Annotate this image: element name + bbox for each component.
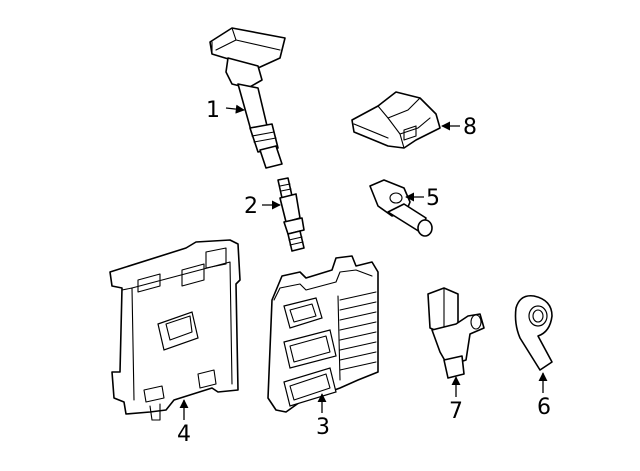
callout-5: 5 [426,186,440,211]
callout-3: 3 [316,415,330,440]
callout-1: 1 [206,98,220,123]
callout-7: 7 [449,399,463,424]
position-sensor[interactable] [369,179,433,237]
callout-2: 2 [244,194,258,219]
engine-control-module[interactable] [267,255,379,413]
callout-4: 4 [177,422,191,447]
callout-6: 6 [537,395,551,420]
temperature-sensor[interactable] [427,287,485,379]
ignition-coil[interactable] [209,27,286,169]
callout-1-leader [225,104,245,114]
ecm-bracket[interactable] [109,239,241,421]
control-module-small[interactable] [351,91,441,149]
callout-8: 8 [463,115,477,140]
spark-plug[interactable] [277,177,305,252]
knock-sensor[interactable] [514,294,553,371]
